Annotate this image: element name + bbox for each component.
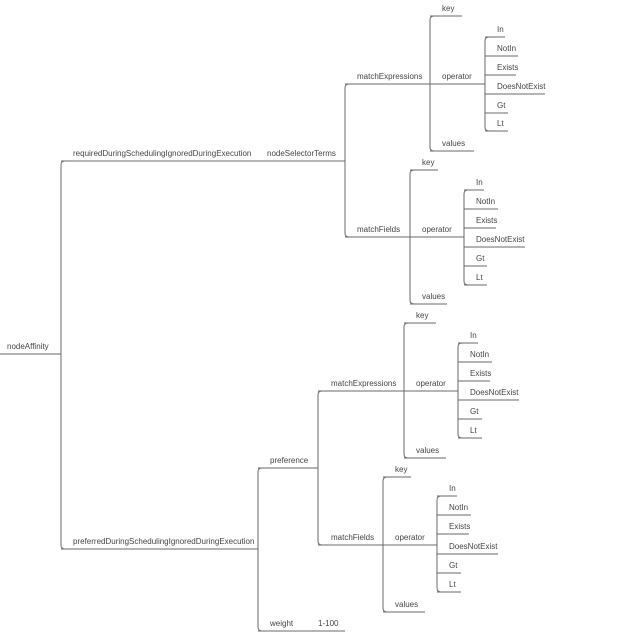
req-mf-operator-exists[interactable]: Exists — [476, 216, 497, 225]
pref-me-operator-exists[interactable]: Exists — [470, 369, 491, 378]
pref-mf-values-node[interactable]: values — [395, 600, 418, 609]
preference-connector — [317, 390, 323, 546]
req-mf-operators-connector — [463, 189, 469, 286]
pref-mf-operator-not-in[interactable]: NotIn — [449, 503, 468, 512]
pref-match-expressions-node[interactable]: matchExpressions — [331, 379, 396, 388]
req-mf-values-node[interactable]: values — [422, 292, 445, 301]
req-me-operator-does-not-exist[interactable]: DoesNotExist — [497, 82, 546, 91]
weight-range-node[interactable]: 1-100 — [318, 619, 339, 628]
req-me-operator-not-in[interactable]: NotIn — [497, 44, 516, 53]
pref-match-fields-node[interactable]: matchFields — [331, 533, 374, 542]
pref-mf-operator-gt[interactable]: Gt — [449, 561, 458, 570]
pref-mf-operators-connector — [436, 495, 442, 593]
req-me-values-node[interactable]: values — [442, 139, 465, 148]
preferred-connector — [257, 467, 263, 632]
req-mf-operator-lt[interactable]: Lt — [476, 273, 483, 282]
req-mf-operator-not-in[interactable]: NotIn — [476, 197, 495, 206]
pref-mf-operator-in[interactable]: In — [449, 484, 456, 493]
req-match-expressions-node[interactable]: matchExpressions — [357, 72, 422, 81]
req-mf-operator-gt[interactable]: Gt — [476, 254, 485, 263]
req-me-operator-node[interactable]: operator — [442, 72, 472, 81]
node-selector-terms-connector — [344, 83, 350, 238]
preferred-during-scheduling-node[interactable]: preferredDuringSchedulingIgnoredDuringEx… — [73, 537, 254, 546]
pref-me-operator-lt[interactable]: Lt — [470, 426, 477, 435]
pref-me-values-node[interactable]: values — [416, 446, 439, 455]
weight-node[interactable]: weight — [269, 619, 294, 628]
pref-me-operator-in[interactable]: In — [470, 331, 477, 340]
root-connector — [60, 160, 66, 550]
pref-me-operator-node[interactable]: operator — [416, 379, 446, 388]
preference-node[interactable]: preference — [270, 456, 309, 465]
req-mf-key-node[interactable]: key — [422, 158, 434, 167]
req-me-operator-exists[interactable]: Exists — [497, 63, 518, 72]
pref-me-key-node[interactable]: key — [416, 311, 428, 320]
pref-mf-operator-does-not-exist[interactable]: DoesNotExist — [449, 542, 498, 551]
pref-mf-operator-node[interactable]: operator — [395, 533, 425, 542]
req-me-operators-connector — [484, 36, 490, 132]
pref-mf-operator-lt[interactable]: Lt — [449, 580, 456, 589]
pref-mf-key-node[interactable]: key — [395, 465, 407, 474]
req-me-key-node[interactable]: key — [442, 4, 454, 13]
pref-me-operators-connector — [457, 342, 463, 439]
req-me-operator-gt[interactable]: Gt — [497, 101, 506, 110]
node-affinity-root[interactable]: nodeAffinity — [7, 342, 49, 351]
pref-me-operator-not-in[interactable]: NotIn — [470, 350, 489, 359]
pref-mf-operator-exists[interactable]: Exists — [449, 522, 470, 531]
req-match-fields-node[interactable]: matchFields — [357, 225, 400, 234]
required-during-scheduling-node[interactable]: requiredDuringSchedulingIgnoredDuringExe… — [73, 149, 251, 158]
req-mf-operator-does-not-exist[interactable]: DoesNotExist — [476, 235, 525, 244]
node-selector-terms-node[interactable]: nodeSelectorTerms — [267, 149, 336, 158]
pref-me-operator-gt[interactable]: Gt — [470, 407, 479, 416]
req-me-operator-lt[interactable]: Lt — [497, 119, 504, 128]
req-mf-operator-in[interactable]: In — [476, 178, 483, 187]
req-mf-operator-node[interactable]: operator — [422, 225, 452, 234]
pref-me-operator-does-not-exist[interactable]: DoesNotExist — [470, 388, 519, 397]
req-me-operator-in[interactable]: In — [497, 25, 504, 34]
